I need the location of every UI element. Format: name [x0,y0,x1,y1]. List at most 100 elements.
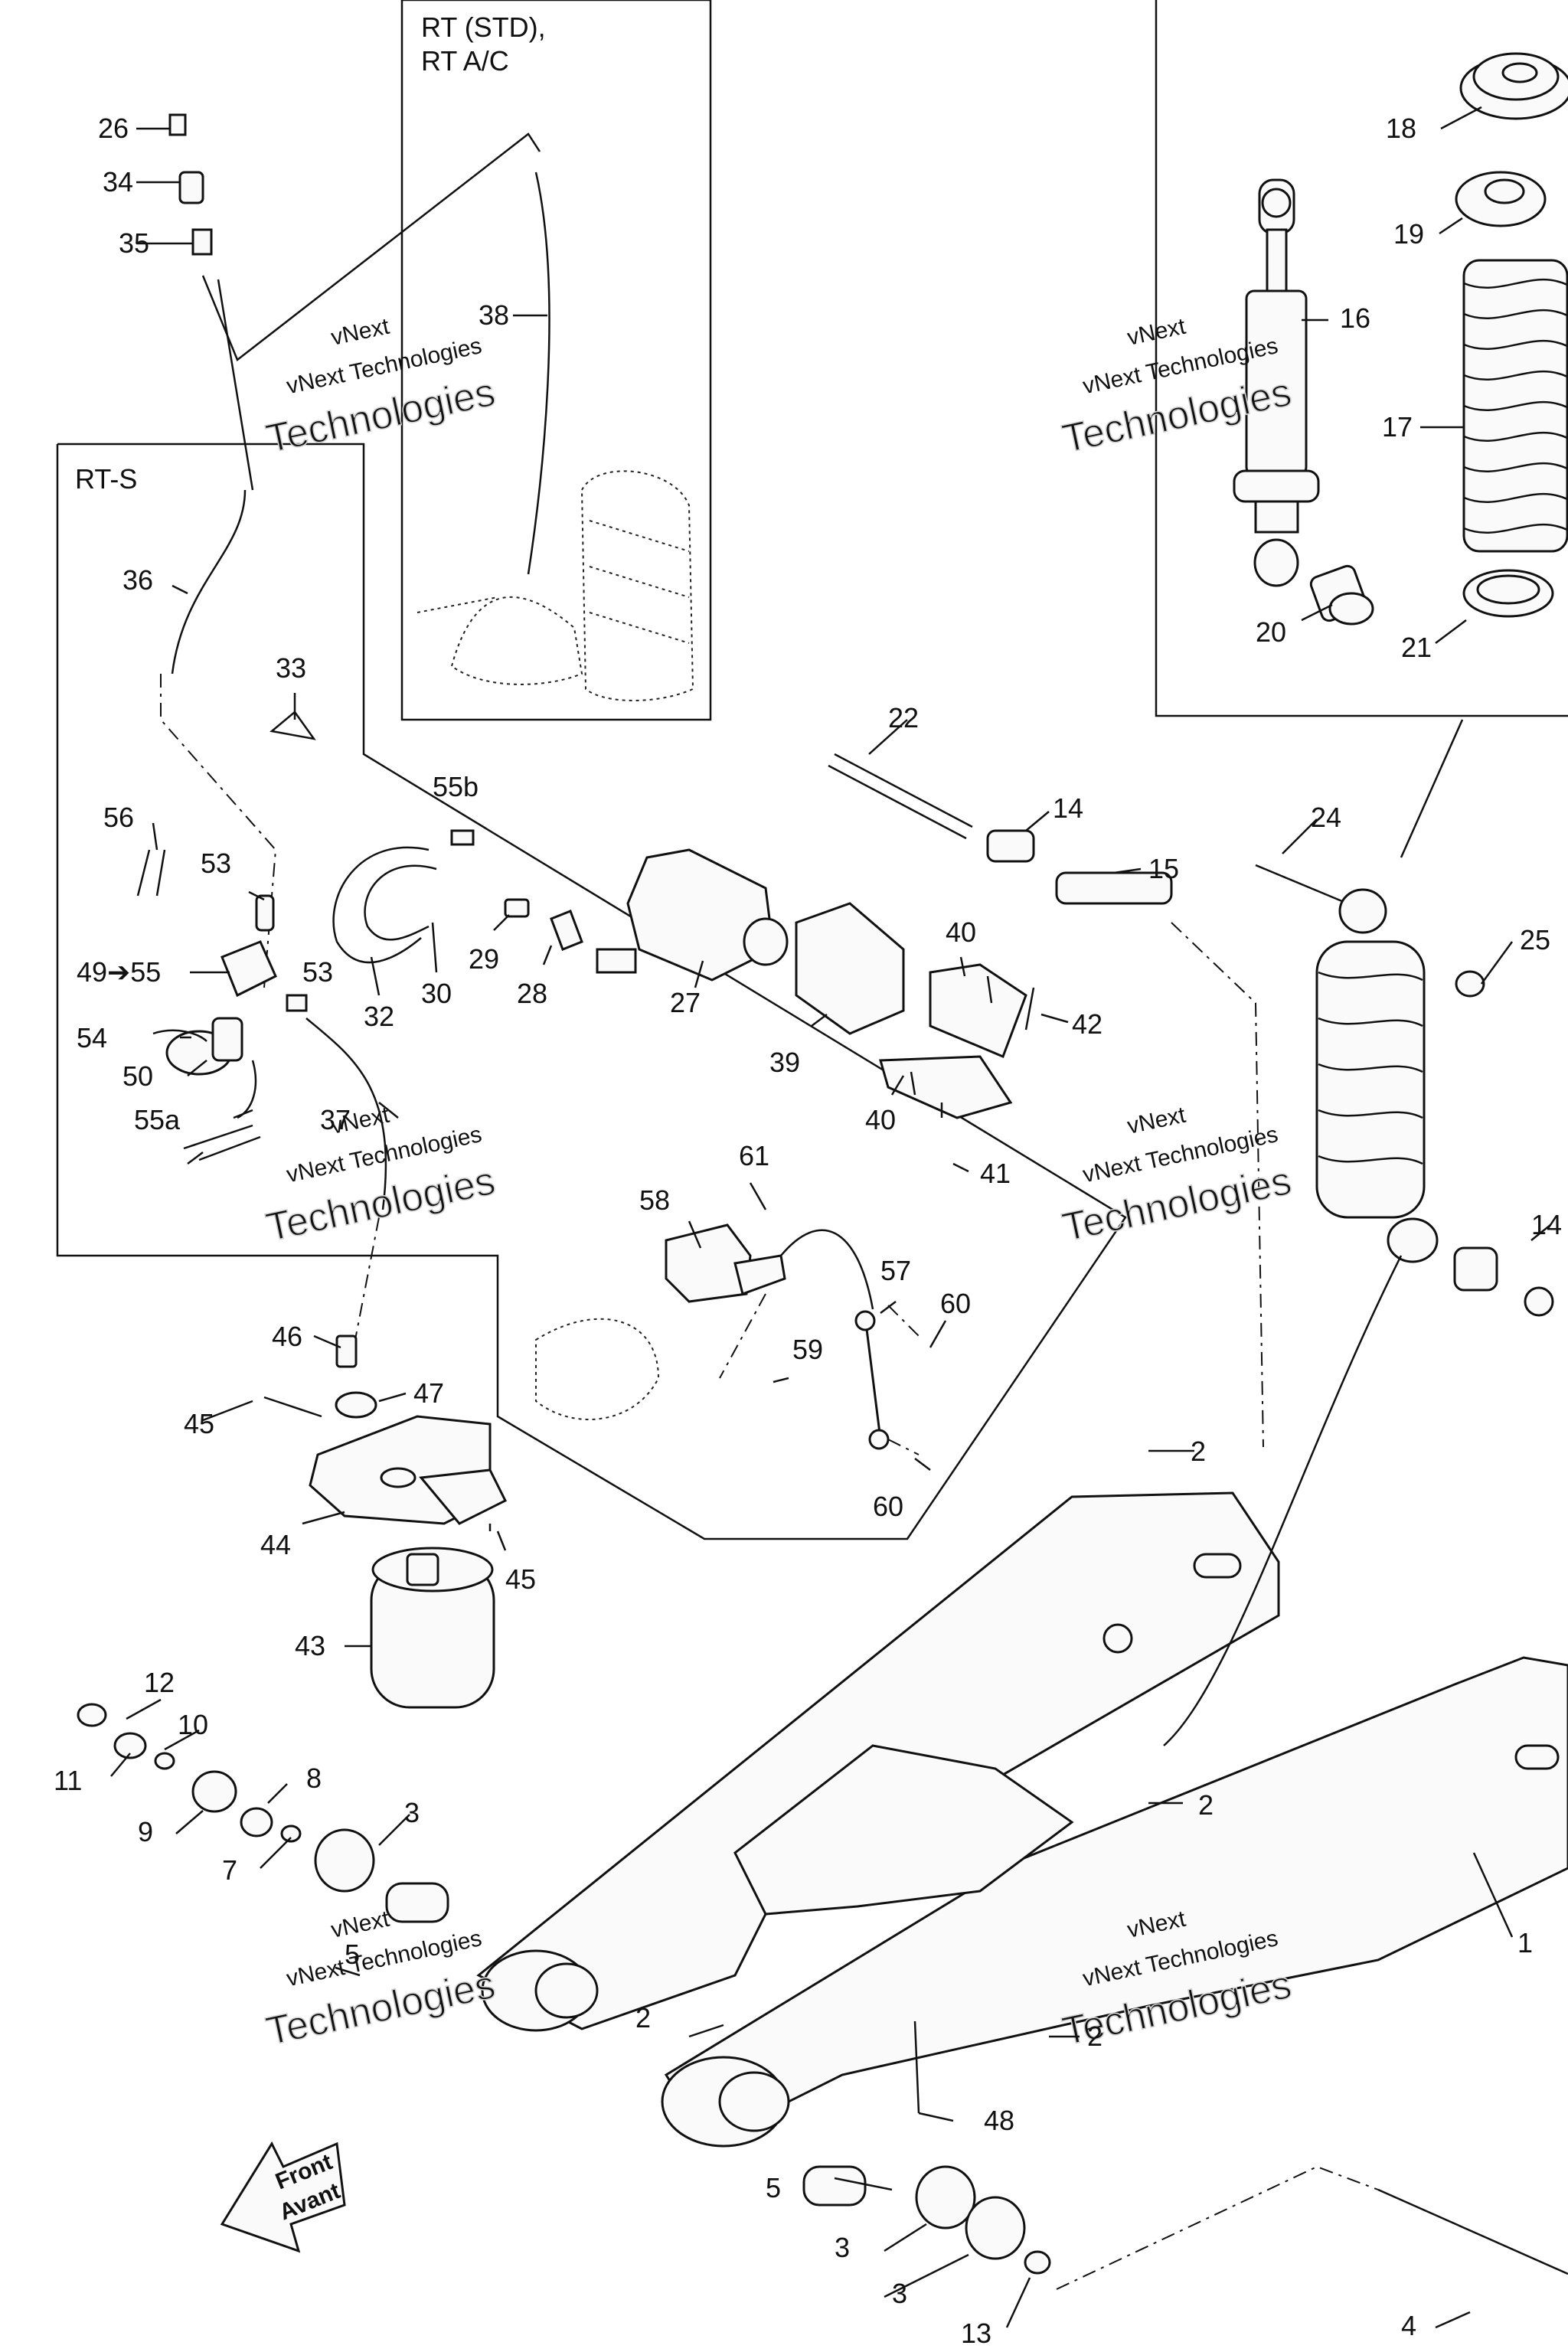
callout-13: 13 [961,2318,991,2349]
callout-10: 10 [178,1709,208,1740]
callout-8: 8 [306,1762,322,1794]
callout-7: 7 [222,1854,237,1886]
callout-55a: 55a [134,1104,181,1135]
callout-38: 38 [479,299,509,331]
svg-text:vNext: vNext [328,1906,392,1943]
callout-59: 59 [792,1334,823,1365]
callout-57: 57 [880,1255,911,1286]
callout-60-top: 60 [940,1288,971,1319]
plate-44 [309,1415,508,1525]
callout-14: 14 [1053,792,1083,824]
fitting-46 [335,1334,358,1368]
hardware-stack [77,1703,1051,2275]
callout-41: 41 [980,1158,1011,1189]
callout-24: 24 [1311,802,1341,833]
ring-21 [1462,569,1554,618]
callout-55b: 55b [433,771,479,802]
spring-retainer-19 [1455,171,1547,227]
callout-17: 17 [1382,411,1413,443]
fitting-26-34-35 [168,113,213,256]
callout-53-top: 53 [201,848,231,879]
callout-45-left: 45 [184,1408,214,1439]
spring-17 [1462,259,1568,553]
callout-2-left: 2 [635,2002,651,2034]
box-rt-std-title-2: RT A/C [421,45,509,77]
nut-47 [335,1391,377,1419]
swing-arm-1 [476,1491,1568,2148]
callout-29: 29 [469,943,499,975]
callout-40-bottom: 40 [865,1104,896,1135]
svg-text:vNext: vNext [328,314,392,351]
bracket-39 [795,902,905,1035]
callout-12: 12 [144,1667,175,1698]
box-rt-s [56,443,1127,1540]
callout-46: 46 [272,1321,302,1352]
shock-absorber-16 [1233,178,1320,587]
callout-39: 39 [769,1047,800,1078]
callout-9: 9 [138,1816,153,1847]
callout-42: 42 [1072,1008,1102,1040]
valve-block-55 [220,894,308,1012]
screws-56 [136,849,166,897]
callout-50: 50 [122,1060,153,1092]
front-direction-arrow: Front Avant [220,2141,346,2253]
callout-3-top: 3 [404,1797,420,1828]
callout-53-right: 53 [302,956,333,988]
callout-2-mid: 2 [1198,1789,1214,1821]
callout-35: 35 [119,227,149,259]
clip-33 [270,710,316,740]
bolts-45 [263,1396,492,1531]
callout-leaders [110,106,1551,2329]
callout-58: 58 [639,1184,670,1216]
callout-3-mid: 3 [835,2232,850,2263]
callout-22: 22 [888,702,919,733]
callout-49-55: 49➔55 [77,956,161,988]
callout-32: 32 [364,1001,394,1032]
callout-2-right: 2 [1087,2020,1102,2052]
callout-25: 25 [1520,924,1550,956]
callout-28: 28 [517,978,547,1009]
callout-26: 26 [98,113,129,144]
callout-61: 61 [739,1140,769,1171]
callout-18: 18 [1386,113,1416,144]
callout-30: 30 [421,978,452,1009]
box-rt-s-title: RT-S [75,463,137,495]
air-hose-38 [201,132,550,575]
callout-5-bottom: 5 [766,2172,781,2203]
callout-60-bottom: 60 [873,1491,903,1522]
airbag-43 [370,1547,495,1709]
axle-22 [828,753,1173,905]
box-shock-kit [1155,0,1568,717]
shock-assembly-24 [1255,864,1554,1317]
callout-16: 16 [1340,302,1370,334]
bracket-40 [879,963,1027,1119]
callout-19: 19 [1393,218,1424,250]
callout-33: 33 [276,652,306,684]
connector-55a [183,1124,261,1165]
callout-15: 15 [1148,853,1179,884]
bolts-41-42 [910,975,1035,1118]
callout-44: 44 [260,1529,291,1560]
fittings-28-29 [504,898,583,951]
callout-27: 27 [670,987,701,1018]
callout-48: 48 [984,2105,1014,2136]
compressor-27 [596,848,789,982]
link-57 [854,1310,890,1450]
callout-2-top: 2 [1191,1436,1206,1467]
svg-text:vNext: vNext [1125,1102,1188,1139]
callout-11: 11 [54,1765,82,1796]
shock-sketch-rt [416,470,694,701]
bushing-20 [1309,564,1374,626]
callout-1: 1 [1517,1927,1533,1958]
callout-40-top: 40 [946,916,976,948]
callout-labels: 26 34 35 38 18 19 16 17 20 21 36 33 22 1… [54,113,1562,2349]
callout-45-right: 45 [505,1563,536,1595]
hose-36 [171,489,247,675]
callout-4: 4 [1401,2310,1416,2341]
sensor-58 [665,1223,786,1303]
spring-seat-18 [1459,52,1568,120]
hose-37 [305,1018,387,1210]
callout-3-bottom: 3 [892,2278,907,2309]
callout-43: 43 [295,1630,325,1661]
